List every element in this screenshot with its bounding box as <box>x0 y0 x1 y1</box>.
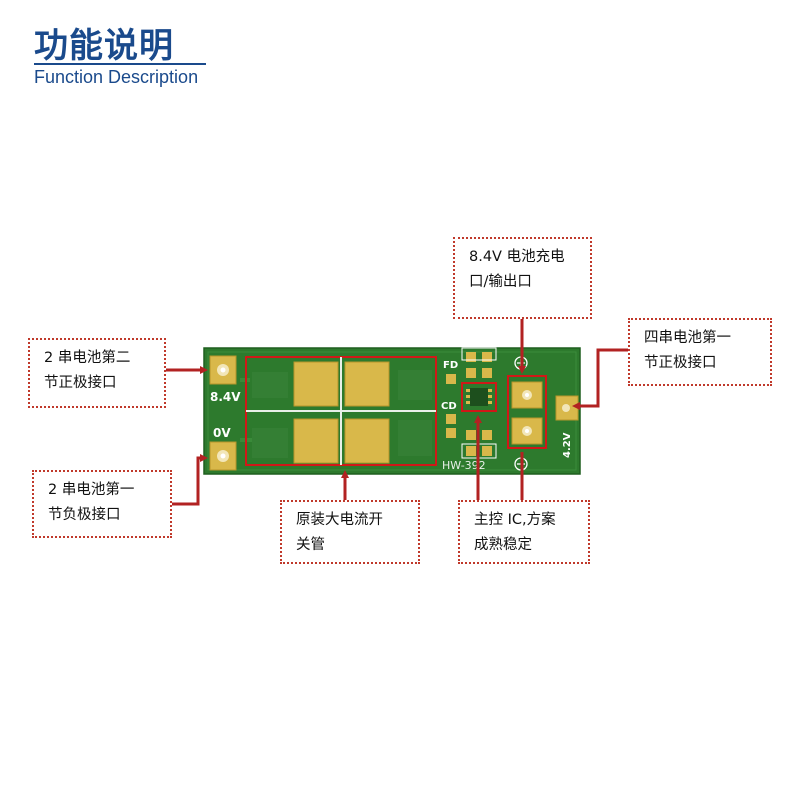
charge-port-highlight <box>507 375 547 449</box>
label-cd: CD <box>441 401 457 412</box>
arrow-cell1-negative <box>172 454 208 506</box>
callout-cell2-positive-line1: 2 串电池第二 <box>44 350 131 366</box>
pcb-trace-block <box>252 372 288 398</box>
main-ic <box>470 388 488 406</box>
mosfet-2 <box>344 361 390 407</box>
label-model: HW-392 <box>442 459 486 472</box>
label-0v: 0V <box>213 426 231 440</box>
smd-pad <box>446 428 456 438</box>
label-fd: FD <box>443 360 458 371</box>
callout-mosfet: 原装大电流开 关管 <box>280 500 420 564</box>
callout-mosfet-line1: 原装大电流开 <box>296 512 383 528</box>
smd-pad <box>482 446 492 456</box>
callout-main-ic-line2: 成熟稳定 <box>474 537 532 553</box>
callout-charge-port-line2: 口/输出口 <box>469 274 532 290</box>
callout-cell1-negative-line2: 节负极接口 <box>48 507 121 523</box>
callout-cell1-negative-line1: 2 串电池第一 <box>48 482 135 498</box>
smd-pad <box>446 374 456 384</box>
main-ic-highlight <box>461 382 497 412</box>
callout-cell4-positive-line1: 四串电池第一 <box>644 330 731 346</box>
smd-pad <box>446 414 456 424</box>
smd-pad <box>482 430 492 440</box>
label-8v4: 8.4V <box>210 390 241 404</box>
mosfet-3 <box>293 418 339 464</box>
callout-cell4-positive: 四串电池第一 节正极接口 <box>628 318 772 386</box>
smd-pad <box>466 446 476 456</box>
callout-main-ic-line1: 主控 IC,方案 <box>474 512 556 528</box>
callout-main-ic: 主控 IC,方案 成熟稳定 <box>458 500 590 564</box>
callout-cell1-negative: 2 串电池第一 节负极接口 <box>32 470 172 538</box>
smd-pad <box>482 368 492 378</box>
smd-pad <box>466 352 476 362</box>
title-divider <box>34 63 206 65</box>
mosfet-1 <box>293 361 339 407</box>
callout-cell2-positive-line2: 节正极接口 <box>44 375 117 391</box>
callout-mosfet-line2: 关管 <box>296 537 325 553</box>
smd-pad <box>482 352 492 362</box>
callout-cell2-positive: 2 串电池第二 节正极接口 <box>28 338 166 408</box>
pcb-trace-block <box>398 370 432 400</box>
smd-pad <box>466 430 476 440</box>
label-4v2: 4.2V <box>562 432 573 458</box>
callout-charge-port-line1: 8.4V 电池充电 <box>469 249 565 265</box>
mosfet-4 <box>344 418 390 464</box>
page-subtitle: Function Description <box>34 67 199 87</box>
callout-charge-port: 8.4V 电池充电 口/输出口 <box>453 237 592 319</box>
smd-pad <box>466 368 476 378</box>
callout-cell4-positive-line2: 节正极接口 <box>644 355 717 371</box>
pcb-trace-block <box>398 420 432 456</box>
pcb-trace-block <box>252 428 288 458</box>
arrow-cell4-positive <box>572 348 628 410</box>
page-title: 功能说明 <box>34 26 174 66</box>
